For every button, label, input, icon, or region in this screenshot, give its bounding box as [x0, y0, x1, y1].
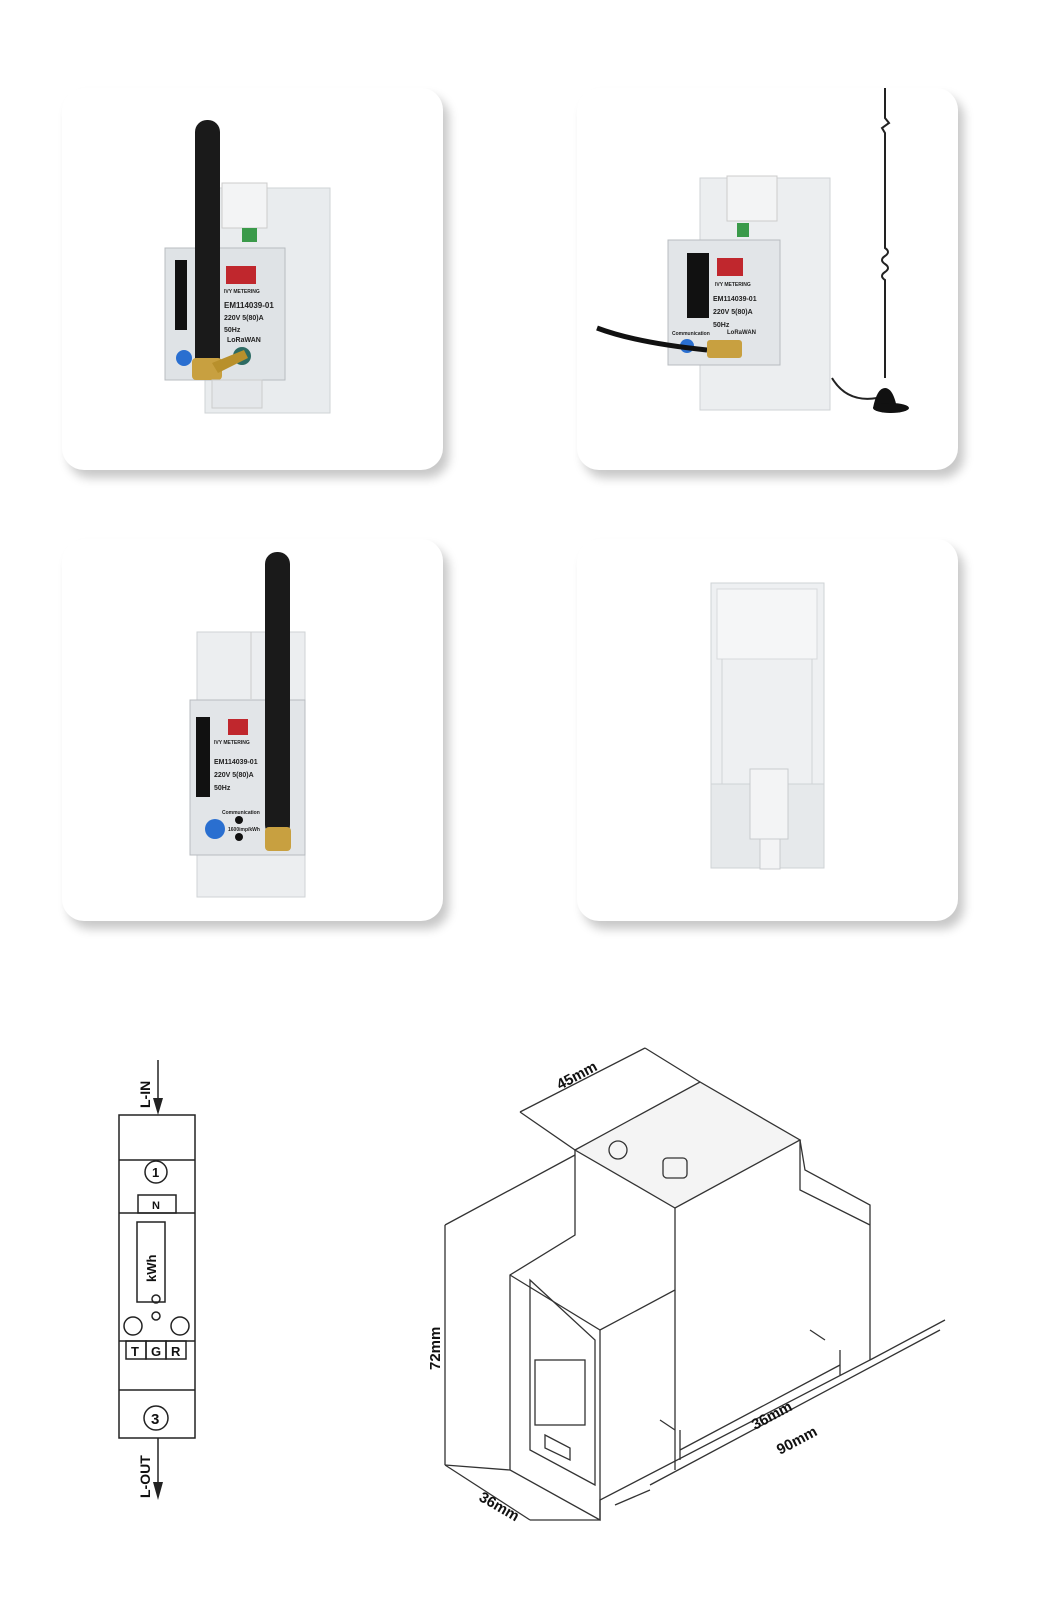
meter-photo: IVY METERING EM114039-01 220V 5(80)A 50H…	[596, 88, 909, 413]
terminal-1-label: 1	[152, 1165, 159, 1180]
product-photo-card-magnetic-antenna: IVY METERING EM114039-01 220V 5(80)A 50H…	[577, 88, 958, 470]
button-g-label: G	[151, 1344, 161, 1359]
rating-label: 220V 5(80)A	[224, 315, 264, 322]
neutral-label: N	[152, 1200, 160, 1212]
antenna-icon	[195, 120, 220, 375]
button-icon	[176, 350, 192, 366]
brand-label: IVY METERING	[715, 282, 751, 288]
rating-label: 220V 5(80)A	[713, 309, 753, 316]
width-dimension-label: 45mm	[554, 1058, 600, 1093]
magnetic-antenna-icon	[880, 88, 891, 378]
communication-label: Communication	[222, 810, 260, 816]
button-icon	[205, 819, 225, 839]
frequency-label: 50Hz	[713, 322, 730, 329]
wiring-diagram: L-IN 1 N kWh T G R 3 L-OUT	[118, 1060, 196, 1500]
meter-photo: IVY METERING EM114039-01 220V 5(80)A 50H…	[189, 552, 306, 898]
rail-dimension-label: 36mm	[749, 1398, 795, 1433]
product-photo-card-front: IVY METERING EM114039-01 220V 5(80)A 50H…	[62, 539, 443, 921]
product-photo-card-back	[577, 539, 958, 921]
button-t-label: T	[131, 1344, 139, 1359]
protocol-label: LoRaWAN	[227, 337, 261, 344]
meter-photo: IVY METERING EM114039-01 220V 5(80)A 50H…	[164, 120, 331, 414]
terminal-3-label: 3	[151, 1411, 159, 1428]
rating-label: 220V 5(80)A	[214, 772, 254, 779]
frequency-label: 50Hz	[214, 785, 231, 792]
brand-label: IVY METERING	[214, 740, 250, 746]
l-out-label: L-OUT	[137, 1455, 153, 1498]
dimension-drawing: 45mm 72mm 36mm 36mm 90mm	[427, 1047, 946, 1525]
depth-dimension-label: 36mm	[476, 1489, 522, 1525]
l-in-label: L-IN	[137, 1081, 153, 1108]
kwh-label: kWh	[144, 1255, 159, 1283]
model-label: EM114039-01	[214, 759, 258, 766]
frequency-label: 50Hz	[224, 327, 241, 334]
brand-label: IVY METERING	[224, 289, 260, 295]
button-r-label: R	[171, 1344, 181, 1359]
protocol-label: LoRaWAN	[727, 330, 756, 336]
meter-back-photo	[710, 582, 825, 870]
model-label: EM114039-01	[713, 296, 757, 303]
pulse-label: 1600imp/kWh	[228, 827, 260, 833]
antenna-icon	[265, 552, 290, 837]
height-dimension-label: 72mm	[427, 1327, 444, 1370]
communication-label: Communication	[672, 331, 710, 337]
model-label: EM114039-01	[224, 301, 274, 310]
length-dimension-label: 90mm	[774, 1423, 820, 1458]
product-photo-card-angled: IVY METERING EM114039-01 220V 5(80)A 50H…	[62, 88, 443, 470]
